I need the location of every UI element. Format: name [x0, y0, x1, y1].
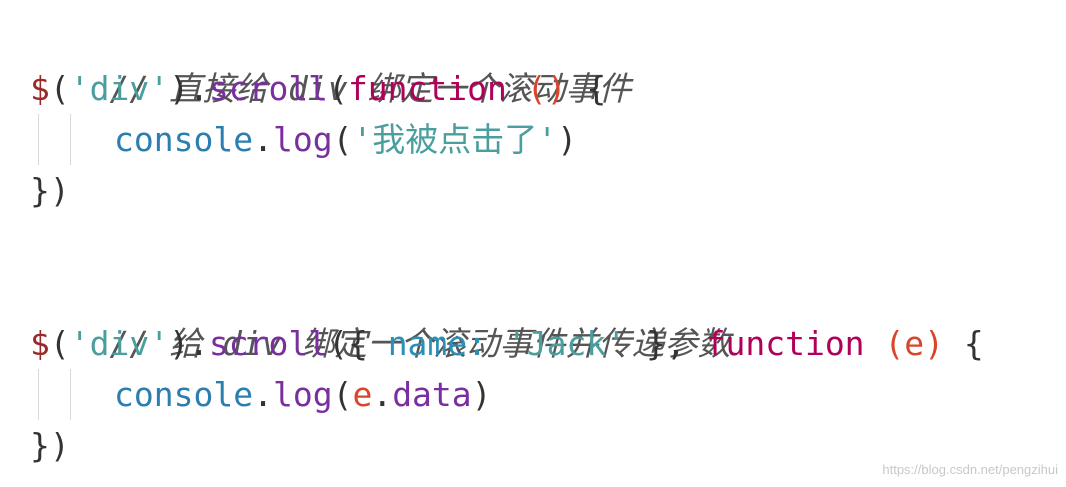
function-params: (e) [884, 324, 945, 363]
code-line-7: console.log(e.data) [30, 369, 1066, 420]
selector-string: 'div' [69, 324, 170, 363]
method-name: scroll [208, 69, 329, 108]
code-line-3: console.log('我被点击了') [30, 114, 1066, 165]
identifier: console [114, 120, 254, 159]
method-name: scroll [208, 324, 329, 363]
punctuation: ( [328, 324, 348, 363]
code-line-4: }) [30, 165, 1066, 216]
code-line-blank [30, 216, 1066, 267]
code-line-6: $('div').scroll({ name: 'Jack' }, functi… [30, 318, 1066, 369]
code-line-5: // 给 div 绑定一个滚动事件并传递参数 [30, 267, 1066, 363]
punctuation: { [944, 324, 984, 363]
jquery-symbol: $ [30, 69, 50, 108]
punctuation: . [253, 120, 273, 159]
code-comment: // 直接给 div 绑定一个滚动事件 [109, 69, 632, 108]
punctuation: ( [332, 120, 353, 159]
punctuation: . [372, 375, 393, 414]
string-literal: '我被点击了' [352, 120, 558, 159]
punctuation: ( [49, 324, 70, 363]
code-line-2: $('div').scroll(function () { [30, 63, 1066, 114]
indent-guide [70, 114, 71, 165]
punctuation: ) [557, 120, 578, 159]
object-key: name: [387, 324, 488, 363]
string-literal: 'Jack' [506, 324, 627, 363]
punctuation: ( [328, 69, 348, 108]
indent-guide [38, 114, 39, 165]
identifier: console [114, 375, 254, 414]
punctuation: ) [471, 375, 492, 414]
punctuation: ) [169, 69, 189, 108]
code-line-8: }) [30, 420, 1066, 471]
method-name: log [272, 120, 333, 159]
indent-guide [38, 369, 39, 420]
closing-brace: }) [30, 426, 70, 465]
code-line-1: // 直接给 div 绑定一个滚动事件 [30, 12, 1066, 108]
indent-guide [70, 369, 71, 420]
code-comment: // 给 div 绑定一个滚动事件并传递参数 [109, 324, 731, 363]
jquery-symbol: $ [30, 324, 50, 363]
punctuation: }, [626, 324, 686, 363]
closing-brace: }) [30, 171, 70, 210]
watermark-text: https://blog.csdn.net/pengzihui [882, 462, 1058, 477]
code-block: // 直接给 div 绑定一个滚动事件 $('div').scroll(func… [30, 12, 1066, 471]
function-keyword: function [347, 69, 507, 108]
punctuation: . [188, 324, 209, 363]
punctuation: . [188, 69, 209, 108]
punctuation: { [347, 324, 388, 363]
function-params: () [526, 69, 567, 108]
parameter: e [352, 375, 373, 414]
method-name: log [272, 375, 333, 414]
punctuation: { [566, 69, 607, 108]
punctuation: ( [49, 69, 70, 108]
punctuation: . [253, 375, 273, 414]
property-name: data [392, 375, 472, 414]
selector-string: 'div' [69, 69, 170, 108]
function-keyword: function [705, 324, 865, 363]
punctuation: ) [169, 324, 189, 363]
punctuation: ( [332, 375, 353, 414]
